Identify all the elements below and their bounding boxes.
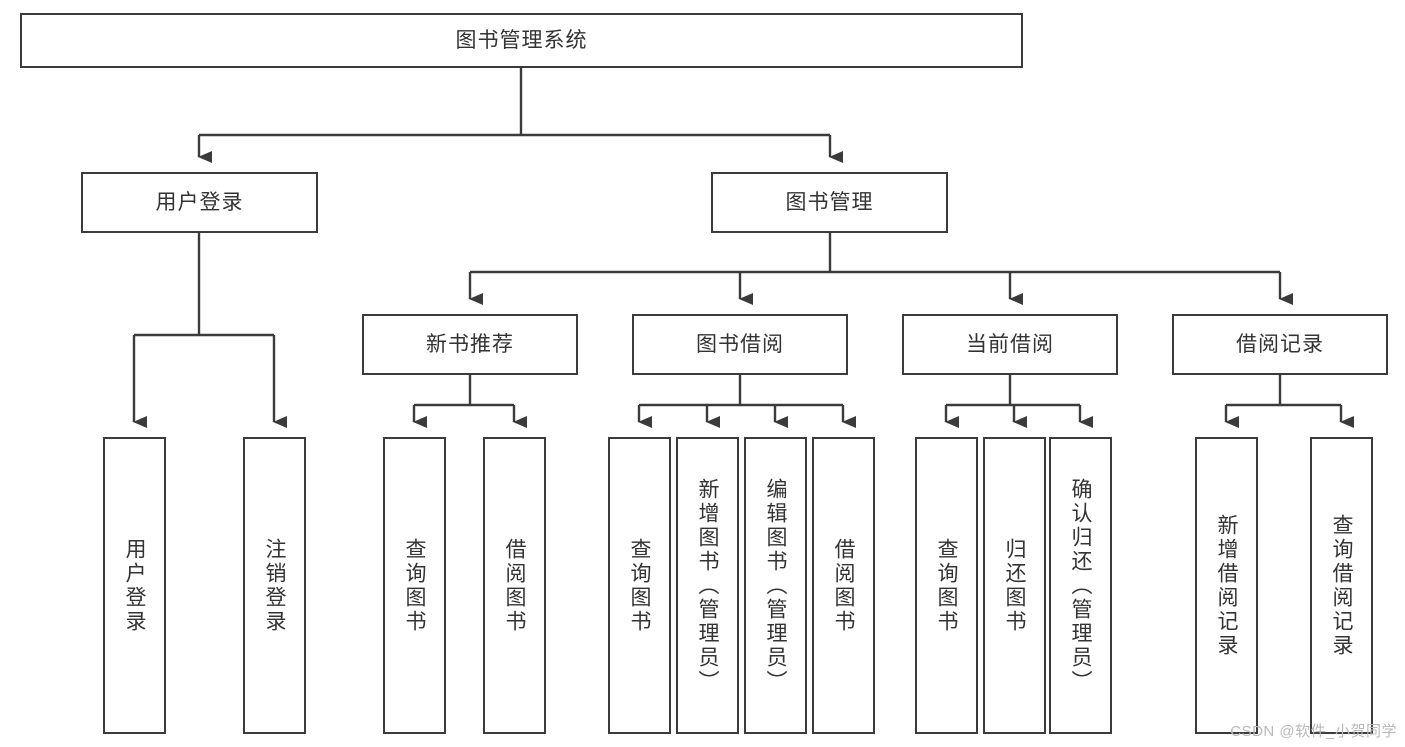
node-borrow-record-label: 借阅记录 [1236, 332, 1324, 356]
node-user-login[interactable]: 用户登录 [81, 172, 318, 233]
node-current-borrow-label: 当前借阅 [966, 332, 1054, 356]
leaf-user-login-signin[interactable]: 用户登录 [103, 437, 166, 734]
leaf-borrow-query-book-label: 查询图书 [628, 537, 651, 634]
node-root[interactable]: 图书管理系统 [20, 13, 1023, 68]
leaf-borrow-add-book-admin-label: 新增图书（管理员） [696, 477, 719, 694]
leaf-recommend-query-book-label: 查询图书 [403, 537, 426, 634]
leaf-current-query-book-label: 查询图书 [935, 537, 958, 634]
leaf-record-query-record-label: 查询借阅记录 [1330, 513, 1353, 658]
node-user-login-label: 用户登录 [155, 190, 244, 214]
leaf-borrow-query-book[interactable]: 查询图书 [608, 437, 671, 734]
leaf-user-login-signin-label: 用户登录 [123, 537, 146, 634]
leaf-recommend-borrow-book-label: 借阅图书 [503, 537, 526, 634]
leaf-current-return-book[interactable]: 归还图书 [983, 437, 1046, 734]
leaf-borrow-borrow-book[interactable]: 借阅图书 [812, 437, 875, 734]
node-root-label: 图书管理系统 [455, 28, 588, 52]
node-book-management[interactable]: 图书管理 [711, 172, 948, 233]
leaf-record-add-record[interactable]: 新增借阅记录 [1195, 437, 1258, 734]
leaf-current-confirm-return-admin-label: 确认归还（管理员） [1069, 477, 1092, 694]
leaf-recommend-query-book[interactable]: 查询图书 [383, 437, 446, 734]
leaf-recommend-borrow-book[interactable]: 借阅图书 [483, 437, 546, 734]
node-borrow-record[interactable]: 借阅记录 [1172, 314, 1388, 375]
leaf-current-query-book[interactable]: 查询图书 [915, 437, 978, 734]
node-new-book-recommend-label: 新书推荐 [426, 332, 514, 356]
node-new-book-recommend[interactable]: 新书推荐 [362, 314, 578, 375]
leaf-borrow-edit-book-admin[interactable]: 编辑图书（管理员） [744, 437, 807, 734]
leaf-record-add-record-label: 新增借阅记录 [1215, 513, 1238, 658]
leaf-borrow-borrow-book-label: 借阅图书 [832, 537, 855, 634]
leaf-borrow-edit-book-admin-label: 编辑图书（管理员） [764, 477, 787, 694]
node-current-borrow[interactable]: 当前借阅 [902, 314, 1118, 375]
leaf-user-login-signout[interactable]: 注销登录 [243, 437, 306, 734]
leaf-borrow-add-book-admin[interactable]: 新增图书（管理员） [676, 437, 739, 734]
node-book-borrow-label: 图书借阅 [696, 332, 784, 356]
leaf-record-query-record[interactable]: 查询借阅记录 [1310, 437, 1373, 734]
leaf-current-confirm-return-admin[interactable]: 确认归还（管理员） [1049, 437, 1112, 734]
leaf-current-return-book-label: 归还图书 [1003, 537, 1026, 634]
leaf-user-login-signout-label: 注销登录 [263, 537, 286, 634]
node-book-management-label: 图书管理 [785, 190, 874, 214]
node-book-borrow[interactable]: 图书借阅 [632, 314, 848, 375]
